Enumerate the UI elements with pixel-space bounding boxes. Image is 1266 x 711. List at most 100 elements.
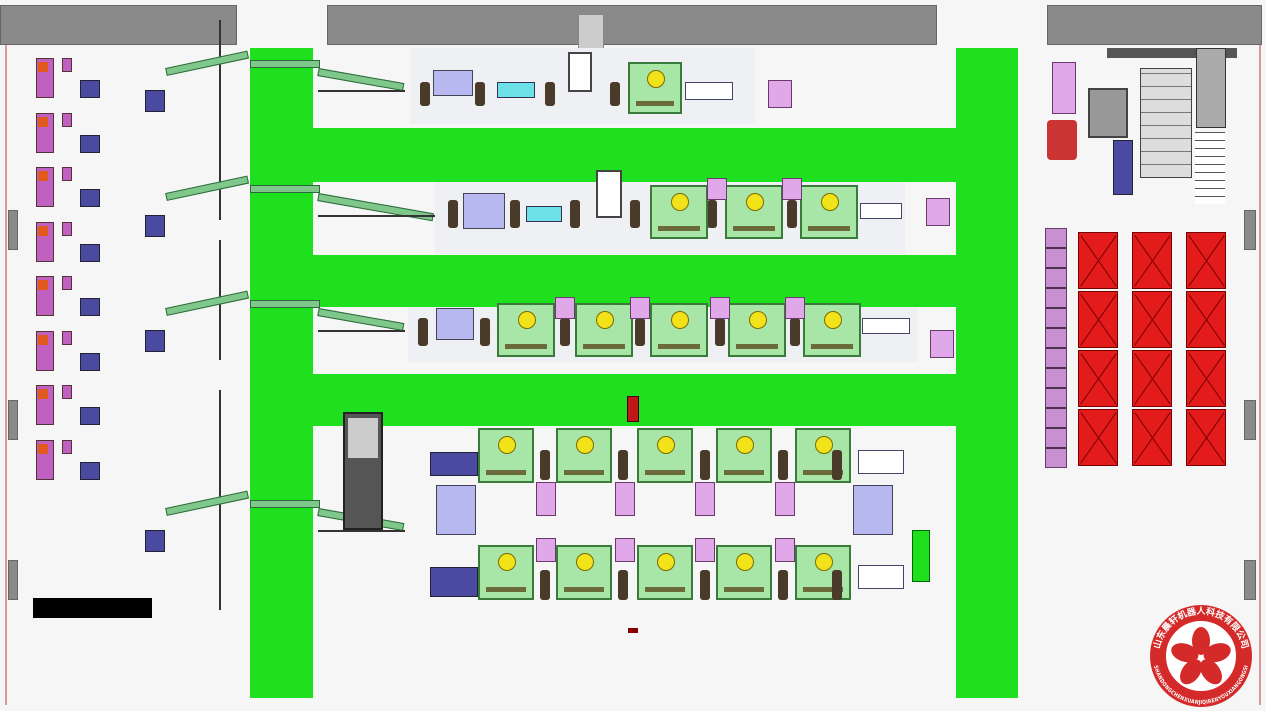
robot (707, 200, 717, 228)
cnc-machine (556, 545, 612, 600)
control-cabinet (80, 407, 100, 425)
wall-pillar (1244, 400, 1256, 440)
storage-rack (1186, 409, 1226, 466)
marker (628, 628, 638, 633)
buffer-station (853, 485, 893, 535)
robot (570, 200, 580, 228)
wall-pillar (8, 560, 18, 600)
wall-segment (1047, 5, 1262, 45)
station-part (62, 58, 72, 72)
station-part (62, 385, 72, 399)
conveyor-end (145, 330, 165, 352)
robot-arm (38, 443, 48, 454)
robot (618, 450, 628, 480)
wall-pillar (8, 400, 18, 440)
robot (778, 570, 788, 600)
station-part (62, 439, 72, 454)
tool-rack (555, 297, 575, 319)
conveyor-end (145, 530, 165, 552)
output-conveyor (858, 450, 904, 474)
robot (630, 200, 640, 228)
robot (700, 570, 710, 600)
robot-arm (38, 116, 48, 127)
signal-tower (627, 396, 639, 422)
tool-rack (695, 482, 715, 516)
pallet-column (1045, 228, 1067, 468)
robot (418, 318, 428, 346)
storage-rack (1132, 232, 1172, 289)
conveyor-end (145, 215, 165, 237)
cnc-machine (725, 185, 783, 239)
cnc-machine (478, 428, 534, 483)
cnc-machine (728, 303, 786, 357)
stair-conveyor (1195, 132, 1225, 204)
robot (510, 200, 520, 228)
cnc-machine (637, 545, 693, 600)
tool-rack (536, 538, 556, 562)
storage-rack (1132, 291, 1172, 348)
storage-rack (1078, 409, 1118, 466)
cnc-machine (497, 303, 555, 357)
aisle-horizontal (313, 128, 956, 182)
inspection-unit (497, 82, 535, 98)
robot (790, 318, 800, 346)
buffer-station (433, 70, 473, 96)
conveyor (250, 500, 320, 508)
cnc-machine (637, 428, 693, 483)
green-cart (912, 530, 930, 582)
pallet (930, 330, 954, 358)
wall-segment (327, 5, 937, 45)
warehouse-window (348, 418, 378, 458)
control-cabinet (80, 243, 100, 262)
output-conveyor (858, 565, 904, 589)
control-cabinet (80, 352, 100, 371)
robot (832, 570, 842, 600)
conveyor-rail (318, 90, 405, 92)
robot-arm (38, 334, 48, 345)
machine-unit (1088, 88, 1128, 138)
robot (700, 450, 710, 480)
wall-pillar (8, 210, 18, 250)
robot-arm (38, 225, 48, 236)
station-part (62, 276, 72, 290)
conveyor-rail (318, 530, 405, 532)
station-part (62, 330, 72, 345)
control-cabinet (80, 189, 100, 207)
tool-rack (707, 178, 727, 200)
control-cabinet (80, 134, 100, 153)
conveyor (250, 185, 320, 193)
pallet-stack (1052, 62, 1076, 114)
robot (560, 318, 570, 346)
tool-rack (695, 538, 715, 562)
conveyor (250, 300, 320, 308)
buffer-station (436, 308, 474, 340)
storage-rack (1132, 409, 1172, 466)
station-part (62, 112, 72, 127)
storage-rack (1186, 232, 1226, 289)
robot (448, 200, 458, 228)
feeder-unit (430, 452, 478, 476)
cnc-machine (795, 428, 851, 483)
storage-grid (1140, 68, 1192, 178)
robot (420, 82, 430, 106)
storage-rack (1078, 350, 1118, 407)
cnc-machine (575, 303, 633, 357)
robot-arm (38, 171, 48, 181)
inspection-unit (526, 206, 562, 222)
building-outline (5, 5, 1261, 705)
conveyor-rail (318, 215, 435, 217)
lift-unit (1196, 48, 1226, 128)
output-conveyor (862, 318, 910, 334)
pallet (768, 80, 792, 108)
station-part (62, 221, 72, 236)
aisle-vertical (250, 48, 313, 698)
gantry (568, 52, 592, 92)
tool-rack (775, 482, 795, 516)
guide-rail (219, 20, 221, 220)
robot (618, 570, 628, 600)
station-part (62, 167, 72, 181)
wall-pillar (1244, 560, 1256, 600)
conveyor-rail (318, 330, 405, 332)
storage-rack (1186, 350, 1226, 407)
tool-rack (536, 482, 556, 516)
